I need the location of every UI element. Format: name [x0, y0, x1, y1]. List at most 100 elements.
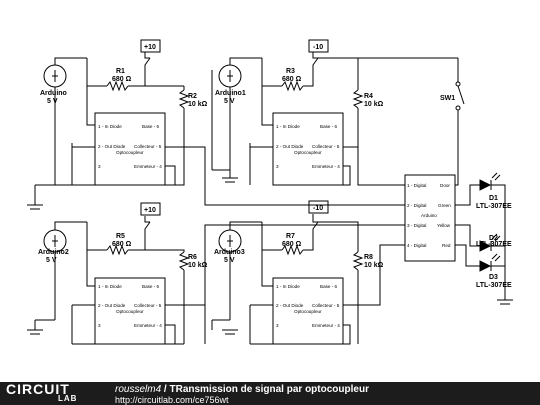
resistor-r7 [281, 244, 304, 256]
arduino-labels: 1 - Digital 2 - Digital 3 - Digital 4 - … [407, 183, 451, 248]
source-name-arduino1: Arduino1 [215, 90, 246, 97]
source-voltage-arduino: 5 V [47, 98, 58, 105]
opto4-pin1: 1 - In Diode [276, 284, 300, 289]
rail-top-left [140, 39, 161, 53]
resistor-value-r7: 680 Ω [282, 241, 302, 248]
resistor-name-r7: R7 [286, 233, 295, 240]
resistor-name-r4: R4 [364, 93, 373, 100]
footer-title: rousselm4 / TRansmission de signal par o… [115, 384, 369, 395]
led-d3 [479, 253, 501, 272]
arduino-left-pin-2: 2 - Digital [407, 203, 426, 208]
source-voltage-arduino3: 5 V [224, 257, 235, 264]
switch-label: SW1 [440, 95, 455, 102]
resistor-r8 [352, 251, 364, 271]
source-name-arduino3: Arduino3 [214, 249, 245, 256]
resistor-value-r3: 680 Ω [282, 76, 302, 83]
opto2-pin2: 2 - Out Diode [276, 144, 304, 149]
source-voltage-arduino2: 5 V [46, 257, 57, 264]
opto4-pin3: 3 [276, 323, 279, 328]
footer-url[interactable]: http://circuitlab.com/ce756wt [115, 395, 229, 405]
arduino-block [404, 174, 456, 262]
rail-label-2: -10 [313, 44, 323, 51]
resistor-name-r6: R6 [188, 254, 197, 261]
arduino-left-pin-3: 3 - Digital [407, 223, 426, 228]
arduino-right-pin-3: Yellow [437, 223, 451, 228]
footer-separator: / [161, 384, 170, 395]
opto3-pin2: 2 - Out Diode [98, 303, 126, 308]
resistor-r2 [178, 89, 190, 109]
resistor-r3 [281, 80, 304, 92]
resistor-value-r2: 10 kΩ [188, 101, 208, 108]
opto2-name: Optocoupleur [294, 150, 322, 155]
opto-labels-1: 1 - In Diode 2 - Out Diode 3 Base - 6 Co… [98, 124, 162, 169]
source-voltage-arduino1: 5 V [224, 98, 235, 105]
resistor-name-r3: R3 [286, 68, 295, 75]
led-name-d1: D1 [489, 195, 498, 202]
resistor-name-r8: R8 [364, 254, 373, 261]
opto2-pin5: Collecteur - 5 [312, 144, 340, 149]
led-d2 [479, 233, 501, 252]
rail-label-3: +10 [144, 207, 156, 214]
resistor-r4 [352, 89, 364, 109]
opto2-pin6: Base - 6 [320, 124, 338, 129]
circuitlab-logo: CIRCUIT [6, 381, 70, 397]
opto4-pin5: Collecteur - 5 [312, 303, 340, 308]
opto-labels-4: 1 - In Diode 2 - Out Diode 3 Base - 6 Co… [276, 284, 340, 328]
arduino-right-pin-2: Green [438, 203, 451, 208]
opto1-pin2: 2 - Out Diode [98, 144, 126, 149]
arduino-right-pin-4: Red [442, 243, 451, 248]
resistor-r1 [106, 80, 129, 92]
rail-top-right [308, 39, 329, 53]
opto1-name: Optocoupleur [116, 150, 144, 155]
opto3-pin6: Base - 6 [142, 284, 160, 289]
led-model-d2: LTL-307EE [476, 241, 512, 248]
switch-sw1 [455, 58, 465, 186]
opto2-pin1: 1 - In Diode [276, 124, 300, 129]
source-name-arduino2: Arduino2 [38, 249, 69, 256]
opto-labels-2: 1 - In Diode 2 - Out Diode 3 Base - 6 Co… [276, 124, 340, 169]
opto3-pin1: 1 - In Diode [98, 284, 122, 289]
resistor-r5 [106, 244, 129, 256]
rail-bottom-right [308, 200, 329, 214]
unit-bottom-left [27, 202, 206, 345]
opto2-pin4: Emmeteur - 4 [312, 164, 340, 169]
opto4-name: Optocoupleur [294, 309, 322, 314]
arduino-right-pin-1: Door [440, 183, 450, 188]
opto4-pin2: 2 - Out Diode [276, 303, 304, 308]
unit-bottom-right [211, 200, 405, 345]
rail-label-4: -10 [313, 205, 323, 212]
resistor-value-r1: 680 Ω [112, 76, 132, 83]
opto4-pin4: Emmeteur - 4 [312, 323, 340, 328]
opto1-pin5: Collecteur - 5 [134, 144, 162, 149]
resistor-name-r2: R2 [188, 93, 197, 100]
resistor-name-r5: R5 [116, 233, 125, 240]
opto1-pin1: 1 - In Diode [98, 124, 122, 129]
unit-top-right [211, 39, 405, 186]
source-name-arduino: Arduino [40, 90, 67, 97]
opto-labels-3: 1 - In Diode 2 - Out Diode 3 Base - 6 Co… [98, 284, 162, 328]
led-name-d2: D2 [489, 235, 498, 242]
footer-username[interactable]: rousselm4 [115, 384, 162, 395]
footer-circuit-title[interactable]: TRansmission de signal par optocoupleur [169, 384, 369, 395]
resistor-r6 [178, 251, 190, 271]
resistor-value-r6: 10 kΩ [188, 262, 208, 269]
opto1-pin6: Base - 6 [142, 124, 160, 129]
opto4-pin6: Base - 6 [320, 284, 338, 289]
opto3-pin5: Collecteur - 5 [134, 303, 162, 308]
opto3-name: Optocoupleur [116, 309, 144, 314]
opto2-pin3: 3 [276, 164, 279, 169]
resistor-value-r8: 10 kΩ [364, 262, 384, 269]
rail-label-1: +10 [144, 44, 156, 51]
led-d1 [479, 172, 501, 191]
circuitlab-logo-lab: LAB [58, 394, 78, 403]
unit-top-left [27, 39, 206, 210]
opto1-pin4: Emmeteur - 4 [134, 164, 162, 169]
arduino-left-pin-1: 1 - Digital [407, 183, 426, 188]
opto3-pin4: Emmeteur - 4 [134, 323, 162, 328]
resistor-value-r5: 680 Ω [112, 241, 132, 248]
rail-bottom-left [140, 202, 161, 216]
arduino-left-pin-4: 4 - Digital [407, 243, 426, 248]
arduino-name: Arduino [421, 213, 437, 218]
resistor-value-r4: 10 kΩ [364, 101, 384, 108]
led-model-d3: LTL-307EE [476, 282, 512, 289]
